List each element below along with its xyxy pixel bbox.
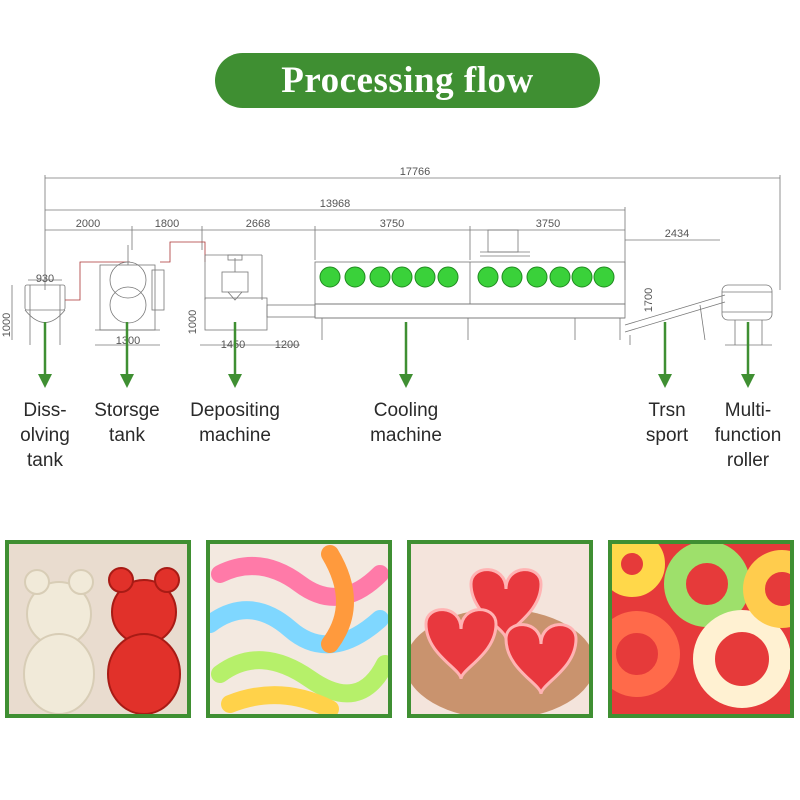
arrow-down-icon xyxy=(399,322,413,388)
arrow-down-icon xyxy=(38,322,52,388)
fan-icon xyxy=(369,266,391,288)
fan-icon xyxy=(319,266,341,288)
dim-depo-h: 1000 xyxy=(187,310,199,334)
dim-d6: 2434 xyxy=(665,228,689,240)
fan-icon xyxy=(593,266,615,288)
photo-gummy-worms xyxy=(206,540,392,718)
fan-icon xyxy=(571,266,593,288)
photo-gummy-rings xyxy=(608,540,794,718)
fan-icon xyxy=(477,266,499,288)
fan-icon xyxy=(526,266,548,288)
arrow-down-icon xyxy=(741,322,755,388)
dim-d3: 2668 xyxy=(246,218,270,230)
arrow-down-icon xyxy=(120,322,134,388)
dim-conv-h: 1700 xyxy=(643,288,655,312)
cooling-fans xyxy=(319,266,615,288)
dim-d4: 3750 xyxy=(380,218,404,230)
dim-depo-w2: 1200 xyxy=(275,339,299,351)
page-title: Processing flow xyxy=(215,53,600,108)
dim-d2: 1800 xyxy=(155,218,179,230)
fan-icon xyxy=(344,266,366,288)
arrow-down-icon xyxy=(228,322,242,388)
dim-d5: 3750 xyxy=(536,218,560,230)
dim-overall: 17766 xyxy=(400,166,431,178)
photo-gummy-bears xyxy=(5,540,191,718)
dim-main: 13968 xyxy=(320,198,351,210)
fan-icon xyxy=(391,266,413,288)
dim-d1: 2000 xyxy=(76,218,100,230)
production-line-diagram: 17766 13968 2000 1800 2668 3750 3750 243… xyxy=(1,166,781,388)
fan-icon xyxy=(501,266,523,288)
stage-pointers xyxy=(38,322,755,388)
arrow-down-icon xyxy=(658,322,672,388)
fan-icon xyxy=(549,266,571,288)
fan-icon xyxy=(437,266,459,288)
fan-icon xyxy=(414,266,436,288)
dim-depo-w1: 1450 xyxy=(221,339,245,351)
dim-tank-w: 930 xyxy=(36,273,54,285)
photo-gummy-hearts xyxy=(407,540,593,718)
dim-tank-h: 1000 xyxy=(1,313,13,337)
